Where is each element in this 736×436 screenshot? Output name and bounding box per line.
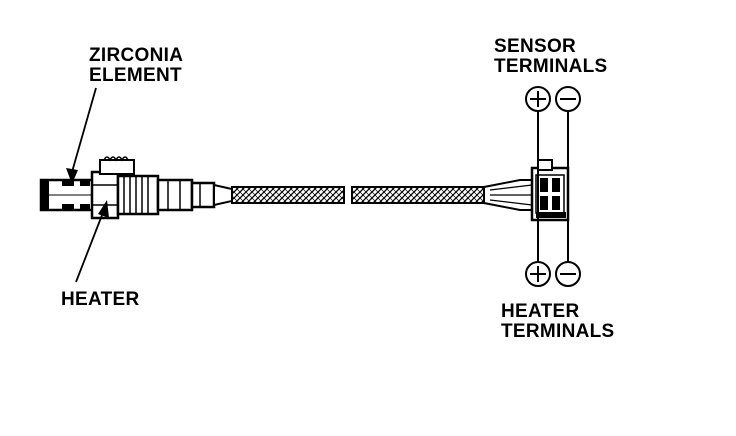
terminal-lines bbox=[537, 112, 569, 264]
heater-terminals-label-line1: HEATER bbox=[501, 301, 580, 322]
sensor-plus-terminal-icon bbox=[525, 86, 551, 112]
zirconia-element-tip bbox=[39, 178, 101, 212]
zirconia-element-label-line2: ELEMENT bbox=[89, 65, 182, 86]
zirconia-leader-line bbox=[66, 87, 97, 184]
sensor-terminals-label-line1: SENSOR bbox=[494, 36, 577, 57]
braided-cable-left bbox=[231, 186, 345, 204]
heater-plus-terminal-icon bbox=[525, 261, 551, 287]
braided-cable-right bbox=[351, 179, 533, 211]
sensor-minus-terminal-icon bbox=[555, 86, 581, 112]
sensor-terminals-label-line2: TERMINALS bbox=[494, 56, 608, 77]
zirconia-element-label-line1: ZIRCONIA bbox=[89, 45, 184, 66]
sensor-body bbox=[90, 156, 233, 220]
heater-leader-line bbox=[75, 200, 109, 283]
heater-label: HEATER bbox=[61, 289, 140, 310]
heater-minus-terminal-icon bbox=[555, 261, 581, 287]
heater-terminals-label-line2: TERMINALS bbox=[501, 321, 615, 342]
